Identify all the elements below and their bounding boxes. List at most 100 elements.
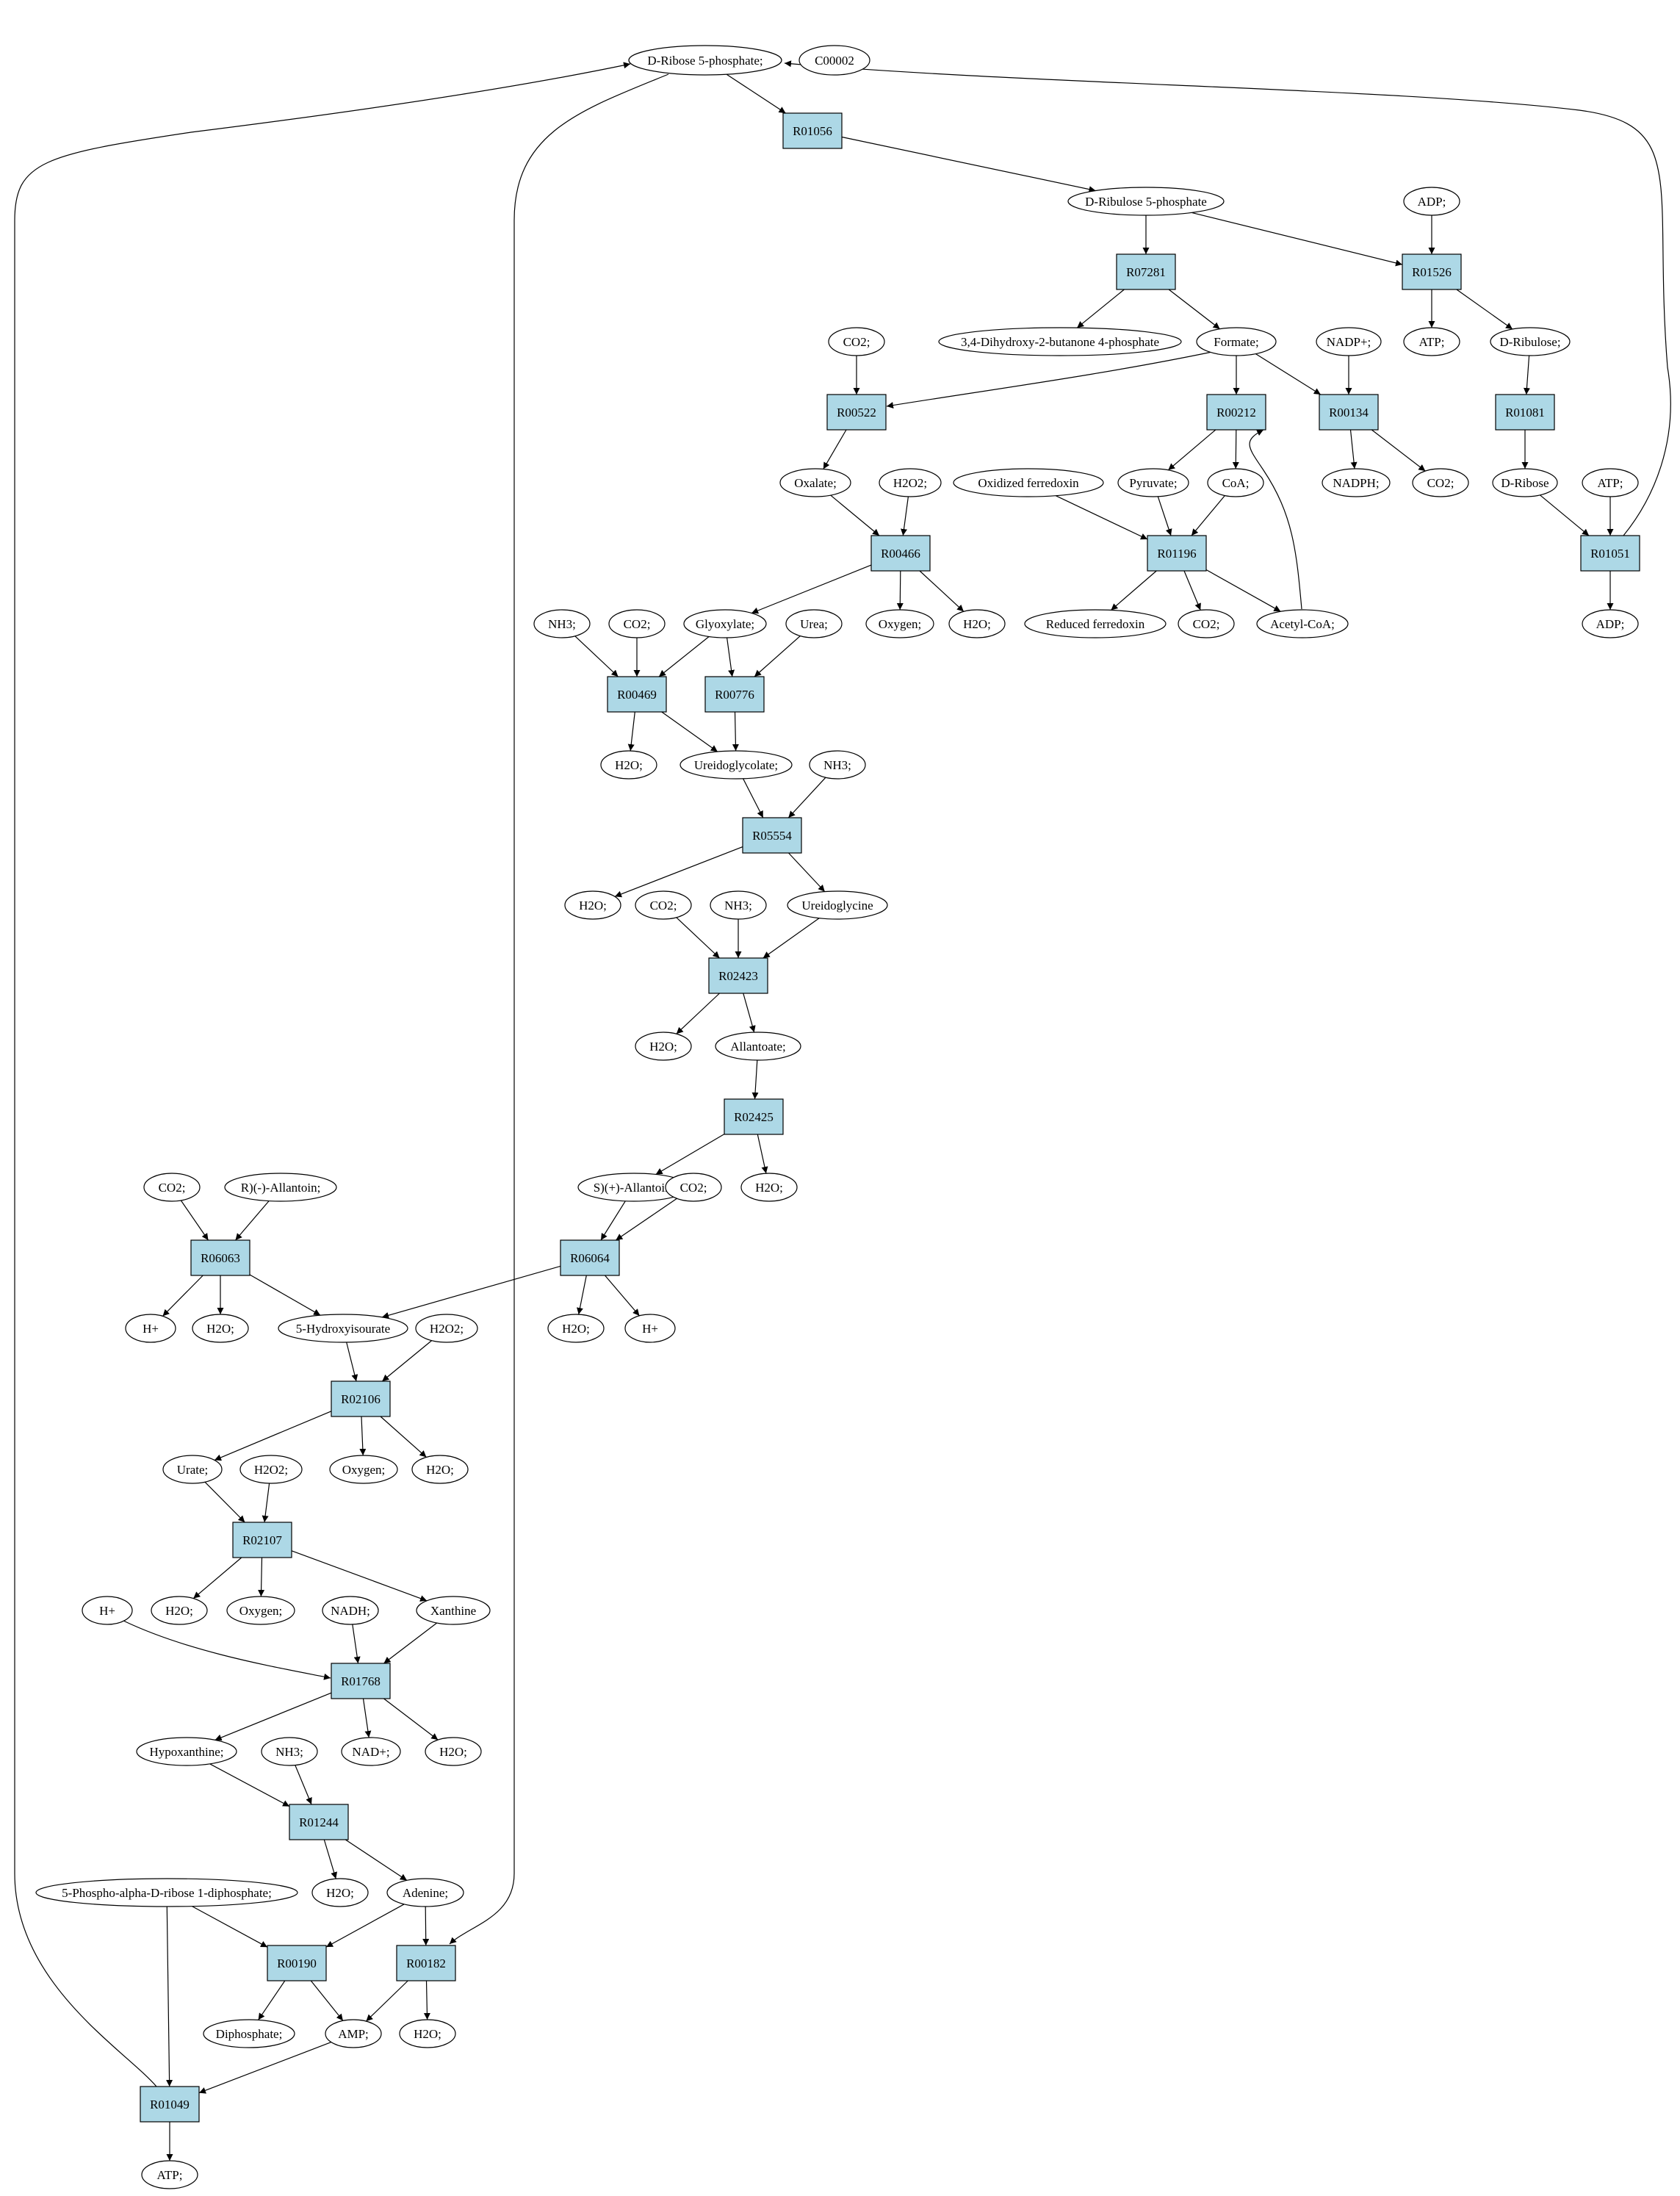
metabolite-node-nad[interactable]: NAD+;	[341, 1737, 401, 1766]
reaction-node-r02425[interactable]: R02425	[724, 1098, 784, 1135]
metabolite-ellipse	[82, 1596, 133, 1625]
metabolite-node-adenine[interactable]: Adenine;	[386, 1878, 464, 1907]
edge-r01768-to-h2o-j	[383, 1698, 439, 1740]
metabolite-node-h2o-g[interactable]: H2O;	[547, 1314, 605, 1343]
metabolite-node-ureidoglycine[interactable]: Ureidoglycine	[787, 890, 888, 920]
metabolite-node-atp-top[interactable]: ATP;	[1403, 327, 1460, 356]
metabolite-node-glyoxylate[interactable]: Glyoxylate;	[683, 609, 767, 638]
metabolite-node-oxfd[interactable]: Oxidized ferredoxin	[953, 468, 1104, 497]
metabolite-node-nh3-a[interactable]: NH3;	[533, 609, 591, 638]
reaction-node-r01051[interactable]: R01051	[1580, 535, 1640, 572]
metabolite-node-xanthine[interactable]: Xanthine	[416, 1596, 491, 1625]
metabolite-node-h2o-k[interactable]: H2O;	[311, 1878, 369, 1907]
metabolite-node-dhbp[interactable]: 3,4-Dihydroxy-2-butanone 4-phosphate	[938, 327, 1182, 356]
metabolite-node-nh3-d[interactable]: NH3;	[261, 1737, 318, 1766]
metabolite-node-oxalate[interactable]: Oxalate;	[779, 468, 851, 497]
reaction-node-r05554[interactable]: R05554	[742, 817, 802, 854]
metabolite-ellipse	[779, 468, 851, 497]
reaction-node-r01526[interactable]: R01526	[1402, 253, 1462, 290]
metabolite-node-nadh[interactable]: NADH;	[322, 1596, 379, 1625]
metabolite-node-co2-e[interactable]: CO2;	[635, 890, 692, 920]
metabolite-node-ribose5p[interactable]: D-Ribose 5-phosphate;	[628, 45, 782, 76]
metabolite-node-oxygen-c[interactable]: Oxygen;	[226, 1596, 295, 1625]
metabolite-node-pyruvate[interactable]: Pyruvate;	[1117, 468, 1189, 497]
metabolite-node-h2o-j[interactable]: H2O;	[425, 1737, 482, 1766]
metabolite-node-co2-d[interactable]: CO2;	[1178, 609, 1235, 638]
reaction-node-r00190[interactable]: R00190	[267, 1945, 327, 1981]
metabolite-node-amp[interactable]: AMP;	[325, 2019, 382, 2048]
metabolite-node-h2o2-c[interactable]: H2O2;	[239, 1455, 303, 1484]
metabolite-ellipse	[415, 1314, 478, 1343]
metabolite-node-acetylcoa[interactable]: Acetyl-CoA;	[1256, 609, 1349, 638]
reaction-node-r01244[interactable]: R01244	[289, 1804, 349, 1840]
metabolite-node-atp-r[interactable]: ATP;	[1582, 468, 1639, 497]
metabolite-node-nadph[interactable]: NADPH;	[1322, 468, 1391, 497]
reaction-node-r00466[interactable]: R00466	[870, 535, 931, 572]
reaction-node-r00776[interactable]: R00776	[704, 676, 765, 713]
metabolite-node-h2o-l[interactable]: H2O;	[399, 2019, 456, 2048]
metabolite-node-h2o-f[interactable]: H2O;	[192, 1314, 249, 1343]
metabolite-node-rallantoin[interactable]: R)(-)-Allantoin;	[224, 1173, 337, 1202]
reaction-node-r02107[interactable]: R02107	[232, 1522, 292, 1558]
metabolite-node-h2o2-b[interactable]: H2O2;	[415, 1314, 478, 1343]
metabolite-node-h2o-c[interactable]: H2O;	[564, 890, 621, 920]
metabolite-node-diphosphate[interactable]: Diphosphate;	[203, 2019, 295, 2048]
metabolite-node-h2o-d[interactable]: H2O;	[635, 1032, 692, 1061]
metabolite-node-hypoxanthine[interactable]: Hypoxanthine;	[136, 1737, 237, 1766]
metabolite-node-nh3-c[interactable]: NH3;	[710, 890, 767, 920]
metabolite-node-prpp[interactable]: 5-Phospho-alpha-D-ribose 1-diphosphate;	[35, 1878, 298, 1907]
metabolite-node-hplus-c[interactable]: H+	[82, 1596, 133, 1625]
reaction-node-r07281[interactable]: R07281	[1116, 253, 1176, 290]
metabolite-node-h2o-b[interactable]: H2O;	[600, 750, 657, 780]
reaction-node-r01056[interactable]: R01056	[782, 112, 843, 149]
metabolite-node-ureidoglycolate[interactable]: Ureidoglycolate;	[679, 750, 793, 780]
reaction-node-r00469[interactable]: R00469	[607, 676, 667, 713]
metabolite-node-coa[interactable]: CoA;	[1207, 468, 1264, 497]
metabolite-node-co2-a[interactable]: CO2;	[828, 327, 885, 356]
reaction-node-r01081[interactable]: R01081	[1495, 394, 1555, 431]
metabolite-node-h2o-e[interactable]: H2O;	[740, 1173, 798, 1202]
edge-urate-to-r02107	[204, 1481, 245, 1523]
metabolite-node-co2-f[interactable]: CO2;	[143, 1173, 201, 1202]
metabolite-node-allantoate[interactable]: Allantoate;	[715, 1032, 801, 1061]
metabolite-node-sallantoin[interactable]: S)(+)-Allantoin;	[577, 1173, 691, 1202]
metabolite-node-nadp[interactable]: NADP+;	[1316, 327, 1382, 356]
metabolite-node-co2-b[interactable]: CO2;	[1412, 468, 1469, 497]
metabolite-node-atp-bottom[interactable]: ATP;	[141, 2160, 198, 2189]
reaction-node-r01768[interactable]: R01768	[331, 1663, 391, 1699]
metabolite-node-h2o-a[interactable]: H2O;	[948, 609, 1006, 638]
reaction-node-r00212[interactable]: R00212	[1206, 394, 1266, 431]
metabolite-node-hplus-a[interactable]: H+	[125, 1314, 176, 1343]
metabolite-node-h2o2-a[interactable]: H2O2;	[879, 468, 942, 497]
reaction-node-r00522[interactable]: R00522	[826, 394, 887, 431]
metabolite-node-urate[interactable]: Urate;	[162, 1455, 223, 1484]
metabolite-node-formate[interactable]: Formate;	[1196, 327, 1277, 356]
reaction-node-r06064[interactable]: R06064	[560, 1239, 620, 1276]
metabolite-node-nh3-b[interactable]: NH3;	[809, 750, 866, 780]
metabolite-node-hplus-b[interactable]: H+	[624, 1314, 676, 1343]
metabolite-ellipse	[635, 890, 692, 920]
reaction-node-r00182[interactable]: R00182	[396, 1945, 456, 1981]
metabolite-node-redfd[interactable]: Reduced ferredoxin	[1024, 609, 1167, 638]
metabolite-node-oxygen-b[interactable]: Oxygen;	[329, 1455, 398, 1484]
metabolite-node-co2-g[interactable]: CO2;	[665, 1173, 722, 1202]
metabolite-node-adp-r[interactable]: ADP;	[1582, 609, 1639, 638]
metabolite-node-urea[interactable]: Urea;	[785, 609, 843, 638]
reaction-node-r01049[interactable]: R01049	[140, 2086, 200, 2123]
reaction-node-r02106[interactable]: R02106	[331, 1380, 391, 1417]
metabolite-node-oxygen-a[interactable]: Oxygen;	[865, 609, 934, 638]
metabolite-node-co2-c[interactable]: CO2;	[608, 609, 666, 638]
metabolite-node-c00002[interactable]: C00002	[798, 45, 870, 76]
metabolite-node-h2o-i[interactable]: H2O;	[151, 1596, 208, 1625]
metabolite-node-dribulose[interactable]: D-Ribulose;	[1490, 327, 1571, 356]
reaction-node-r02423[interactable]: R02423	[708, 957, 768, 994]
reaction-node-r01196[interactable]: R01196	[1147, 535, 1207, 572]
metabolite-node-hydroxyisourate[interactable]: 5-Hydroxyisourate	[278, 1314, 408, 1343]
reaction-node-r00134[interactable]: R00134	[1319, 394, 1379, 431]
reaction-node-r06063[interactable]: R06063	[190, 1239, 250, 1276]
metabolite-node-h2o-h[interactable]: H2O;	[411, 1455, 469, 1484]
metabolite-node-ribulose5p[interactable]: D-Ribulose 5-phosphate	[1067, 187, 1225, 216]
metabolite-node-adp-top[interactable]: ADP;	[1403, 187, 1460, 216]
metabolite-node-dribose[interactable]: D-Ribose	[1492, 468, 1558, 497]
edge-r00776-to-ureidoglycolate	[732, 711, 739, 752]
